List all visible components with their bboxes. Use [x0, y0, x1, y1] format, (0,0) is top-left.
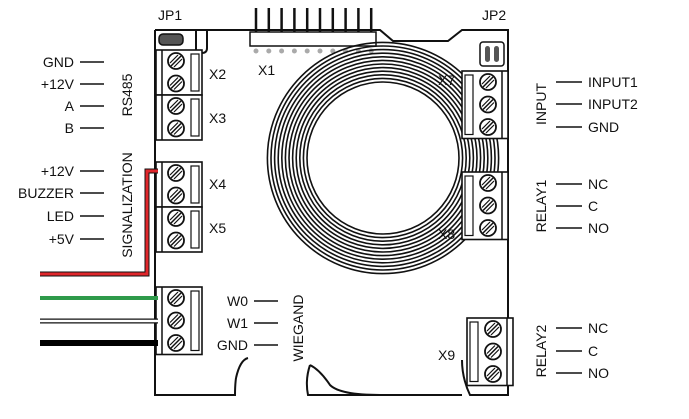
- header-pad: [317, 48, 323, 54]
- terminal-wiegand[interactable]: [155, 286, 203, 356]
- relay1-group-label: RELAY1: [533, 179, 549, 232]
- rs485-pin-label: A: [65, 98, 75, 114]
- relay2-pin-label: NC: [588, 320, 608, 336]
- wiegand-pin-label: W0: [227, 293, 248, 309]
- wiegand-pin-label: W1: [227, 315, 248, 331]
- x3-label: X3: [209, 110, 226, 126]
- header-pad: [330, 48, 336, 54]
- x1-header: [249, 8, 377, 54]
- signalization-pin-label: BUZZER: [18, 185, 74, 201]
- header-pad: [253, 48, 259, 54]
- coil-turn: [291, 66, 475, 250]
- signalization-pin-label: +5V: [49, 231, 75, 247]
- red-wire-fill: [40, 169, 158, 276]
- board-outline: [154, 29, 509, 396]
- wiegand-pin-label: GND: [217, 337, 248, 353]
- relay2-pin-label: NO: [588, 365, 609, 381]
- jp1-jumper[interactable]: [158, 33, 184, 46]
- coil-turn: [270, 45, 496, 271]
- input-pin-label: INPUT1: [588, 74, 638, 90]
- coil-turn: [298, 74, 467, 242]
- header-pad: [291, 48, 297, 54]
- wiegand-group-label: WIEGAND: [290, 295, 306, 362]
- input-group-label: INPUT: [533, 83, 549, 125]
- input-pin-label: INPUT2: [588, 96, 638, 112]
- coil-turn: [295, 70, 471, 246]
- signalization-group-label: SIGNALIZATION: [119, 152, 135, 258]
- rs485-pin-label: B: [65, 120, 74, 136]
- relay2-group-label: RELAY2: [533, 324, 549, 377]
- relay2-pin-label: C: [588, 343, 598, 359]
- relay1-pin-label: NO: [588, 220, 609, 236]
- coil-turn: [302, 77, 464, 239]
- terminal-x8[interactable]: [461, 171, 509, 241]
- x9-label: X9: [438, 347, 455, 363]
- signalization-pin-label: LED: [47, 208, 74, 224]
- coil-turn: [284, 59, 482, 257]
- terminal-x7[interactable]: [461, 70, 509, 140]
- x5-label: X5: [209, 220, 226, 236]
- rs485-pin-label: GND: [43, 54, 74, 70]
- antenna-coil: [266, 41, 500, 275]
- x1-label: X1: [258, 62, 275, 78]
- header-body: [249, 31, 377, 47]
- terminal-x3[interactable]: [155, 94, 203, 141]
- header-pad: [304, 48, 310, 54]
- x4-label: X4: [209, 176, 226, 192]
- jp2-label: JP2: [482, 7, 506, 23]
- jp1-label: JP1: [158, 7, 182, 23]
- x7-label: X7: [438, 72, 455, 88]
- coil-turn: [288, 63, 478, 253]
- rs485-group-label: RS485: [119, 73, 135, 116]
- x8-label: X8: [438, 226, 455, 242]
- coil-turn: [306, 81, 460, 235]
- terminal-x9[interactable]: [466, 317, 514, 387]
- header-pad: [279, 48, 285, 54]
- coil-turn: [266, 41, 500, 275]
- rs485-pin-label: +12V: [41, 76, 75, 92]
- coil-turn: [273, 48, 493, 268]
- relay1-pin-label: NC: [588, 176, 608, 192]
- coil-turn: [280, 56, 485, 260]
- jp2-jumper[interactable]: [479, 41, 505, 67]
- input-pin-label: GND: [588, 119, 619, 135]
- coil-turn: [277, 52, 489, 264]
- signalization-pin-label: +12V: [41, 163, 75, 179]
- board-bottom-right: [305, 364, 462, 396]
- terminal-x4[interactable]: [155, 161, 203, 208]
- terminal-x5[interactable]: [155, 206, 203, 253]
- relay1-pin-label: C: [588, 198, 598, 214]
- header-pad: [266, 48, 272, 54]
- x2-label: X2: [209, 66, 226, 82]
- terminal-x2[interactable]: [155, 49, 203, 96]
